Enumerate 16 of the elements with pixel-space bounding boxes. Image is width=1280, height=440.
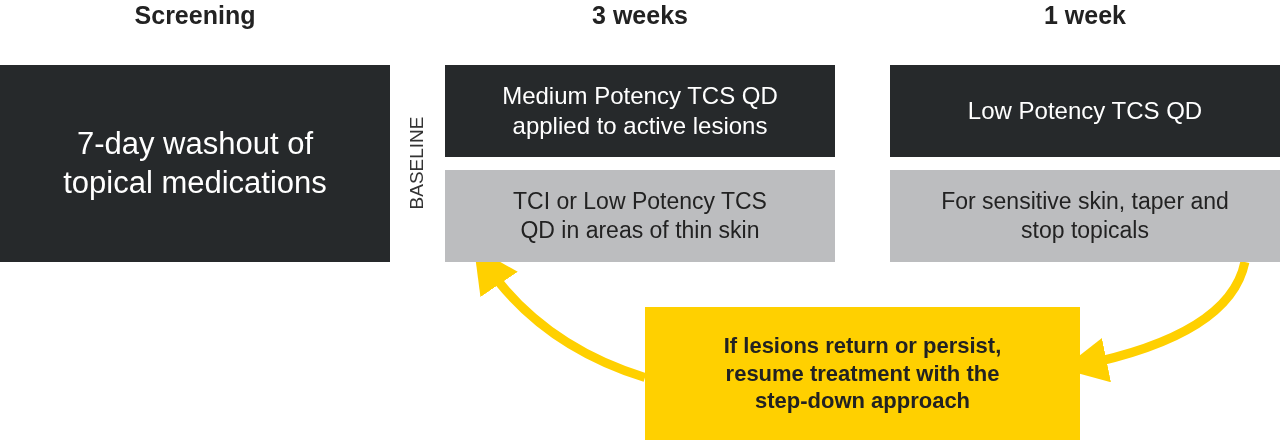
box-text: TCI or Low Potency TCS QD in areas of thin skin [512,187,768,245]
step-box [890,170,1280,262]
box-text: For sensitive skin, taper and stop topicals [940,187,1230,245]
phase-heading: 3 weeks [592,0,688,30]
box-text: 7-day washout of topical medications [62,124,328,202]
step-box [445,65,835,157]
step-box [0,65,390,262]
box-text: Medium Potency TCS QD applied to active lesions [501,81,779,141]
phase-heading: Screening [134,0,256,30]
baseline-label: BASELINE [406,116,428,210]
callout-box [645,307,1080,440]
box-text: If lesions return or persist, resume treatment with the step-down approach [722,332,1003,415]
step-box [890,65,1280,157]
phase-heading: 1 week [1044,0,1126,30]
box-text: Low Potency TCS QD [967,96,1203,126]
step-box [445,170,835,262]
